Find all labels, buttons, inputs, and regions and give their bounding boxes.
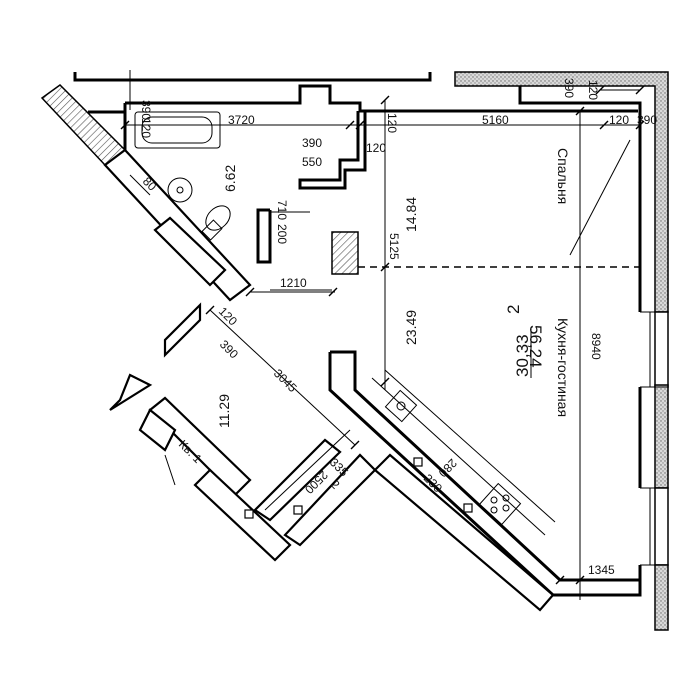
dim-8940: 8940 — [589, 333, 603, 360]
dim-120-hall: 120 — [216, 304, 240, 328]
exterior-wall-right — [454, 71, 669, 631]
dim-710: 710 — [275, 200, 289, 220]
dim-280: 280 — [435, 456, 459, 480]
hall-area: 11.29 — [216, 394, 232, 428]
living-total: 30,33 — [513, 334, 532, 377]
dim-3720: 3720 — [228, 113, 255, 127]
dim-120-top-right: 120 — [586, 80, 600, 100]
dim-120-mid-v: 120 — [385, 113, 399, 133]
dim-120-mid-h: 120 — [366, 141, 386, 155]
dim-5125: 5125 — [387, 233, 401, 260]
dim-1210: 1210 — [280, 276, 307, 290]
living-area: 23.49 — [403, 310, 419, 345]
dim-5160: 5160 — [482, 113, 509, 127]
dim-390-right: 390 — [637, 113, 657, 127]
dim-3045: 3045 — [271, 366, 300, 395]
bedroom-name: Спальня — [555, 148, 571, 204]
living-name: Кухня-гостиная — [555, 318, 571, 417]
dim-120-right: 120 — [609, 113, 629, 127]
rooms-count: 2 — [504, 305, 523, 314]
dim-1345: 1345 — [588, 563, 615, 577]
dim-120-left: 120 — [139, 118, 153, 138]
dim-390-mid: 390 — [302, 136, 322, 150]
dimension-lines — [120, 70, 645, 600]
bath-fixtures — [134, 111, 231, 241]
total-area: 56,24 — [526, 325, 545, 368]
room-labels: 6.62 14.84 23.49 11.29 Спальня Кухня-гос… — [164, 148, 571, 486]
dim-390-top-left: 390 — [139, 100, 153, 120]
dim-390-hall: 390 — [217, 337, 241, 361]
wall-structure — [40, 72, 642, 612]
dim-550: 550 — [302, 155, 322, 169]
dim-390-top-right: 390 — [562, 78, 576, 98]
dim-200: 200 — [275, 224, 289, 244]
bath-area: 6.62 — [222, 165, 238, 192]
bedroom-area: 14.84 — [403, 197, 419, 232]
